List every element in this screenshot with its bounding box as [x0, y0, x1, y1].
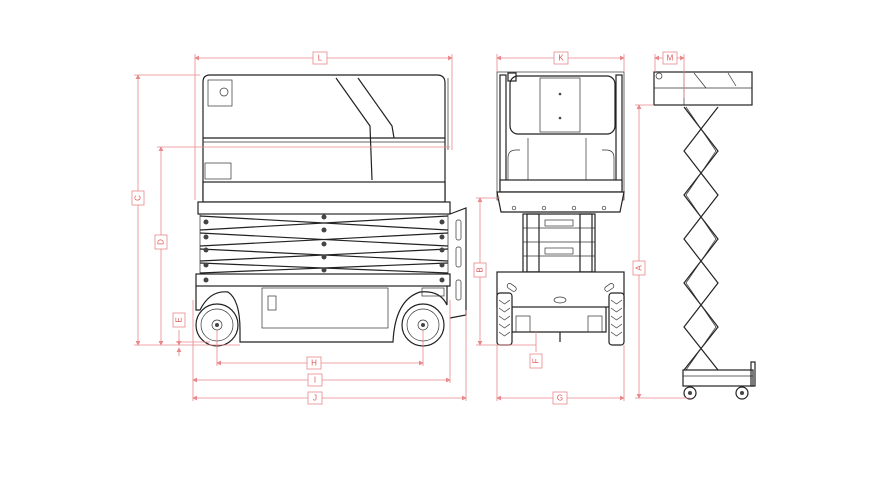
dimension-label-B: B — [473, 262, 487, 278]
dimension-label-I: I — [307, 373, 323, 387]
label-I: I — [314, 376, 316, 385]
label-B: B — [476, 267, 485, 272]
dimension-label-J: J — [307, 391, 323, 405]
label-L: L — [318, 54, 323, 63]
dimension-label-H: H — [306, 356, 322, 370]
dimension-label-G: G — [552, 391, 568, 405]
scissor-arms-side — [199, 213, 449, 275]
dimension-label-F: F — [529, 353, 543, 369]
dimension-label-A: A — [632, 260, 646, 276]
label-A: A — [635, 265, 644, 271]
front-view — [496, 71, 625, 346]
scissor-arms-front — [522, 213, 596, 273]
label-K: K — [558, 54, 564, 63]
label-C: C — [134, 195, 143, 201]
dimension-label-K: K — [553, 51, 569, 65]
label-E: E — [175, 317, 184, 322]
dimension-label-L: L — [312, 51, 328, 65]
front-wheels — [496, 292, 625, 346]
label-J: J — [313, 394, 317, 403]
label-M: M — [667, 54, 674, 63]
dimension-label-M: M — [662, 51, 678, 65]
dimension-label-D: D — [154, 234, 168, 250]
label-F: F — [532, 358, 541, 363]
dimension-label-C: C — [131, 190, 145, 206]
elevated-side-view — [653, 71, 756, 400]
dimension-label-E: E — [172, 312, 186, 328]
label-G: G — [557, 394, 563, 403]
side-view — [195, 74, 467, 347]
label-H: H — [311, 359, 317, 368]
label-D: D — [157, 239, 166, 245]
